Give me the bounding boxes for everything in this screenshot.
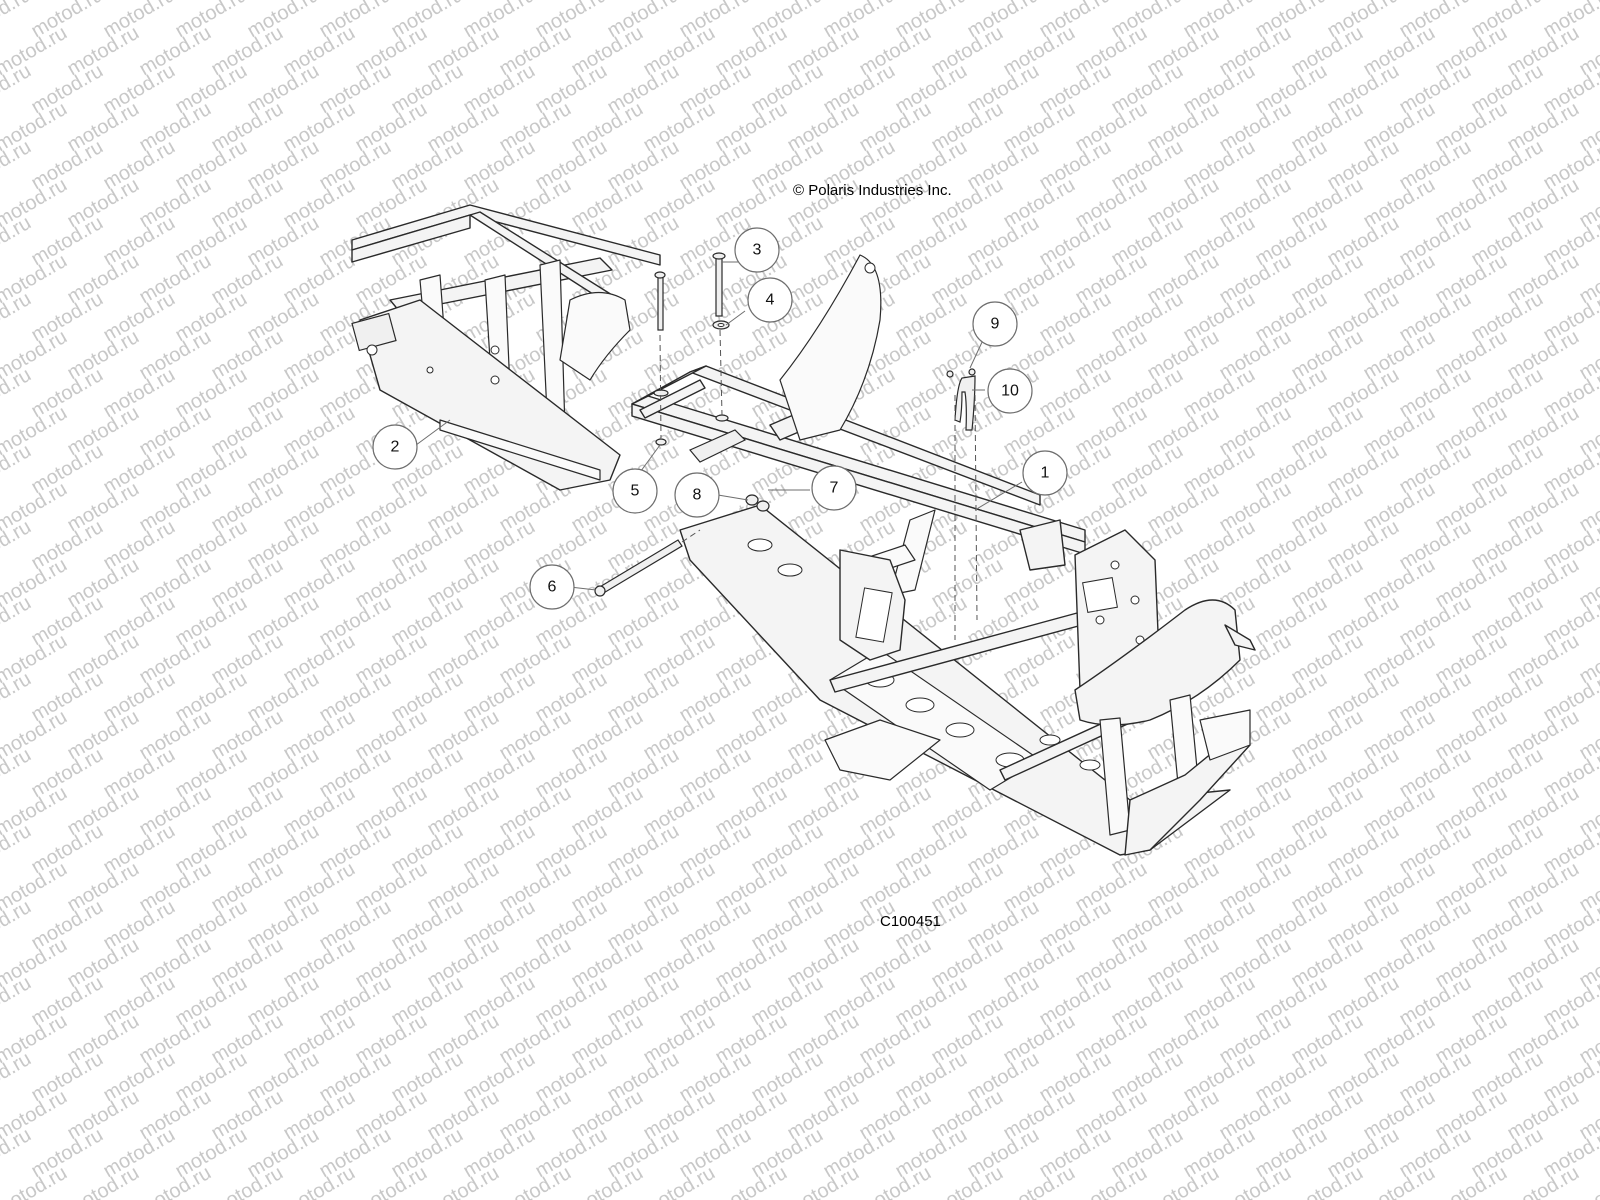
- callout-label: 10: [1001, 383, 1019, 400]
- main-frame: [631, 254, 1256, 856]
- rear-subframe: [351, 204, 661, 491]
- watermark-text: motod.ru: [1576, 0, 1600, 4]
- callout-label: 3: [753, 242, 762, 259]
- callout-label: 7: [830, 480, 839, 497]
- leader-lines: [411, 261, 1023, 591]
- callout-2: 2: [372, 424, 418, 470]
- callout-9: 9: [972, 301, 1018, 347]
- callout-6: 6: [529, 564, 575, 610]
- callout-4: 4: [747, 277, 793, 323]
- callout-10: 10: [987, 368, 1033, 414]
- callout-5: 5: [612, 468, 658, 514]
- diagram-code: C100451: [880, 913, 941, 930]
- hardware: [594, 252, 976, 597]
- callout-label: 6: [548, 579, 557, 596]
- callout-label: 4: [766, 292, 775, 309]
- callout-7: 7: [811, 465, 857, 511]
- callout-8: 8: [674, 472, 720, 518]
- callouts: 1 2 3 4 5 6 7 8: [372, 227, 1068, 610]
- callout-3: 3: [734, 227, 780, 273]
- callout-label: 9: [991, 316, 1000, 333]
- callout-label: 1: [1041, 465, 1050, 482]
- callout-1: 1: [1022, 450, 1068, 496]
- callout-label: 2: [391, 439, 400, 456]
- callout-label: 5: [631, 483, 640, 500]
- callout-label: 8: [693, 487, 702, 504]
- assembly-lines: [659, 329, 978, 640]
- copyright-text: © Polaris Industries Inc.: [793, 182, 952, 199]
